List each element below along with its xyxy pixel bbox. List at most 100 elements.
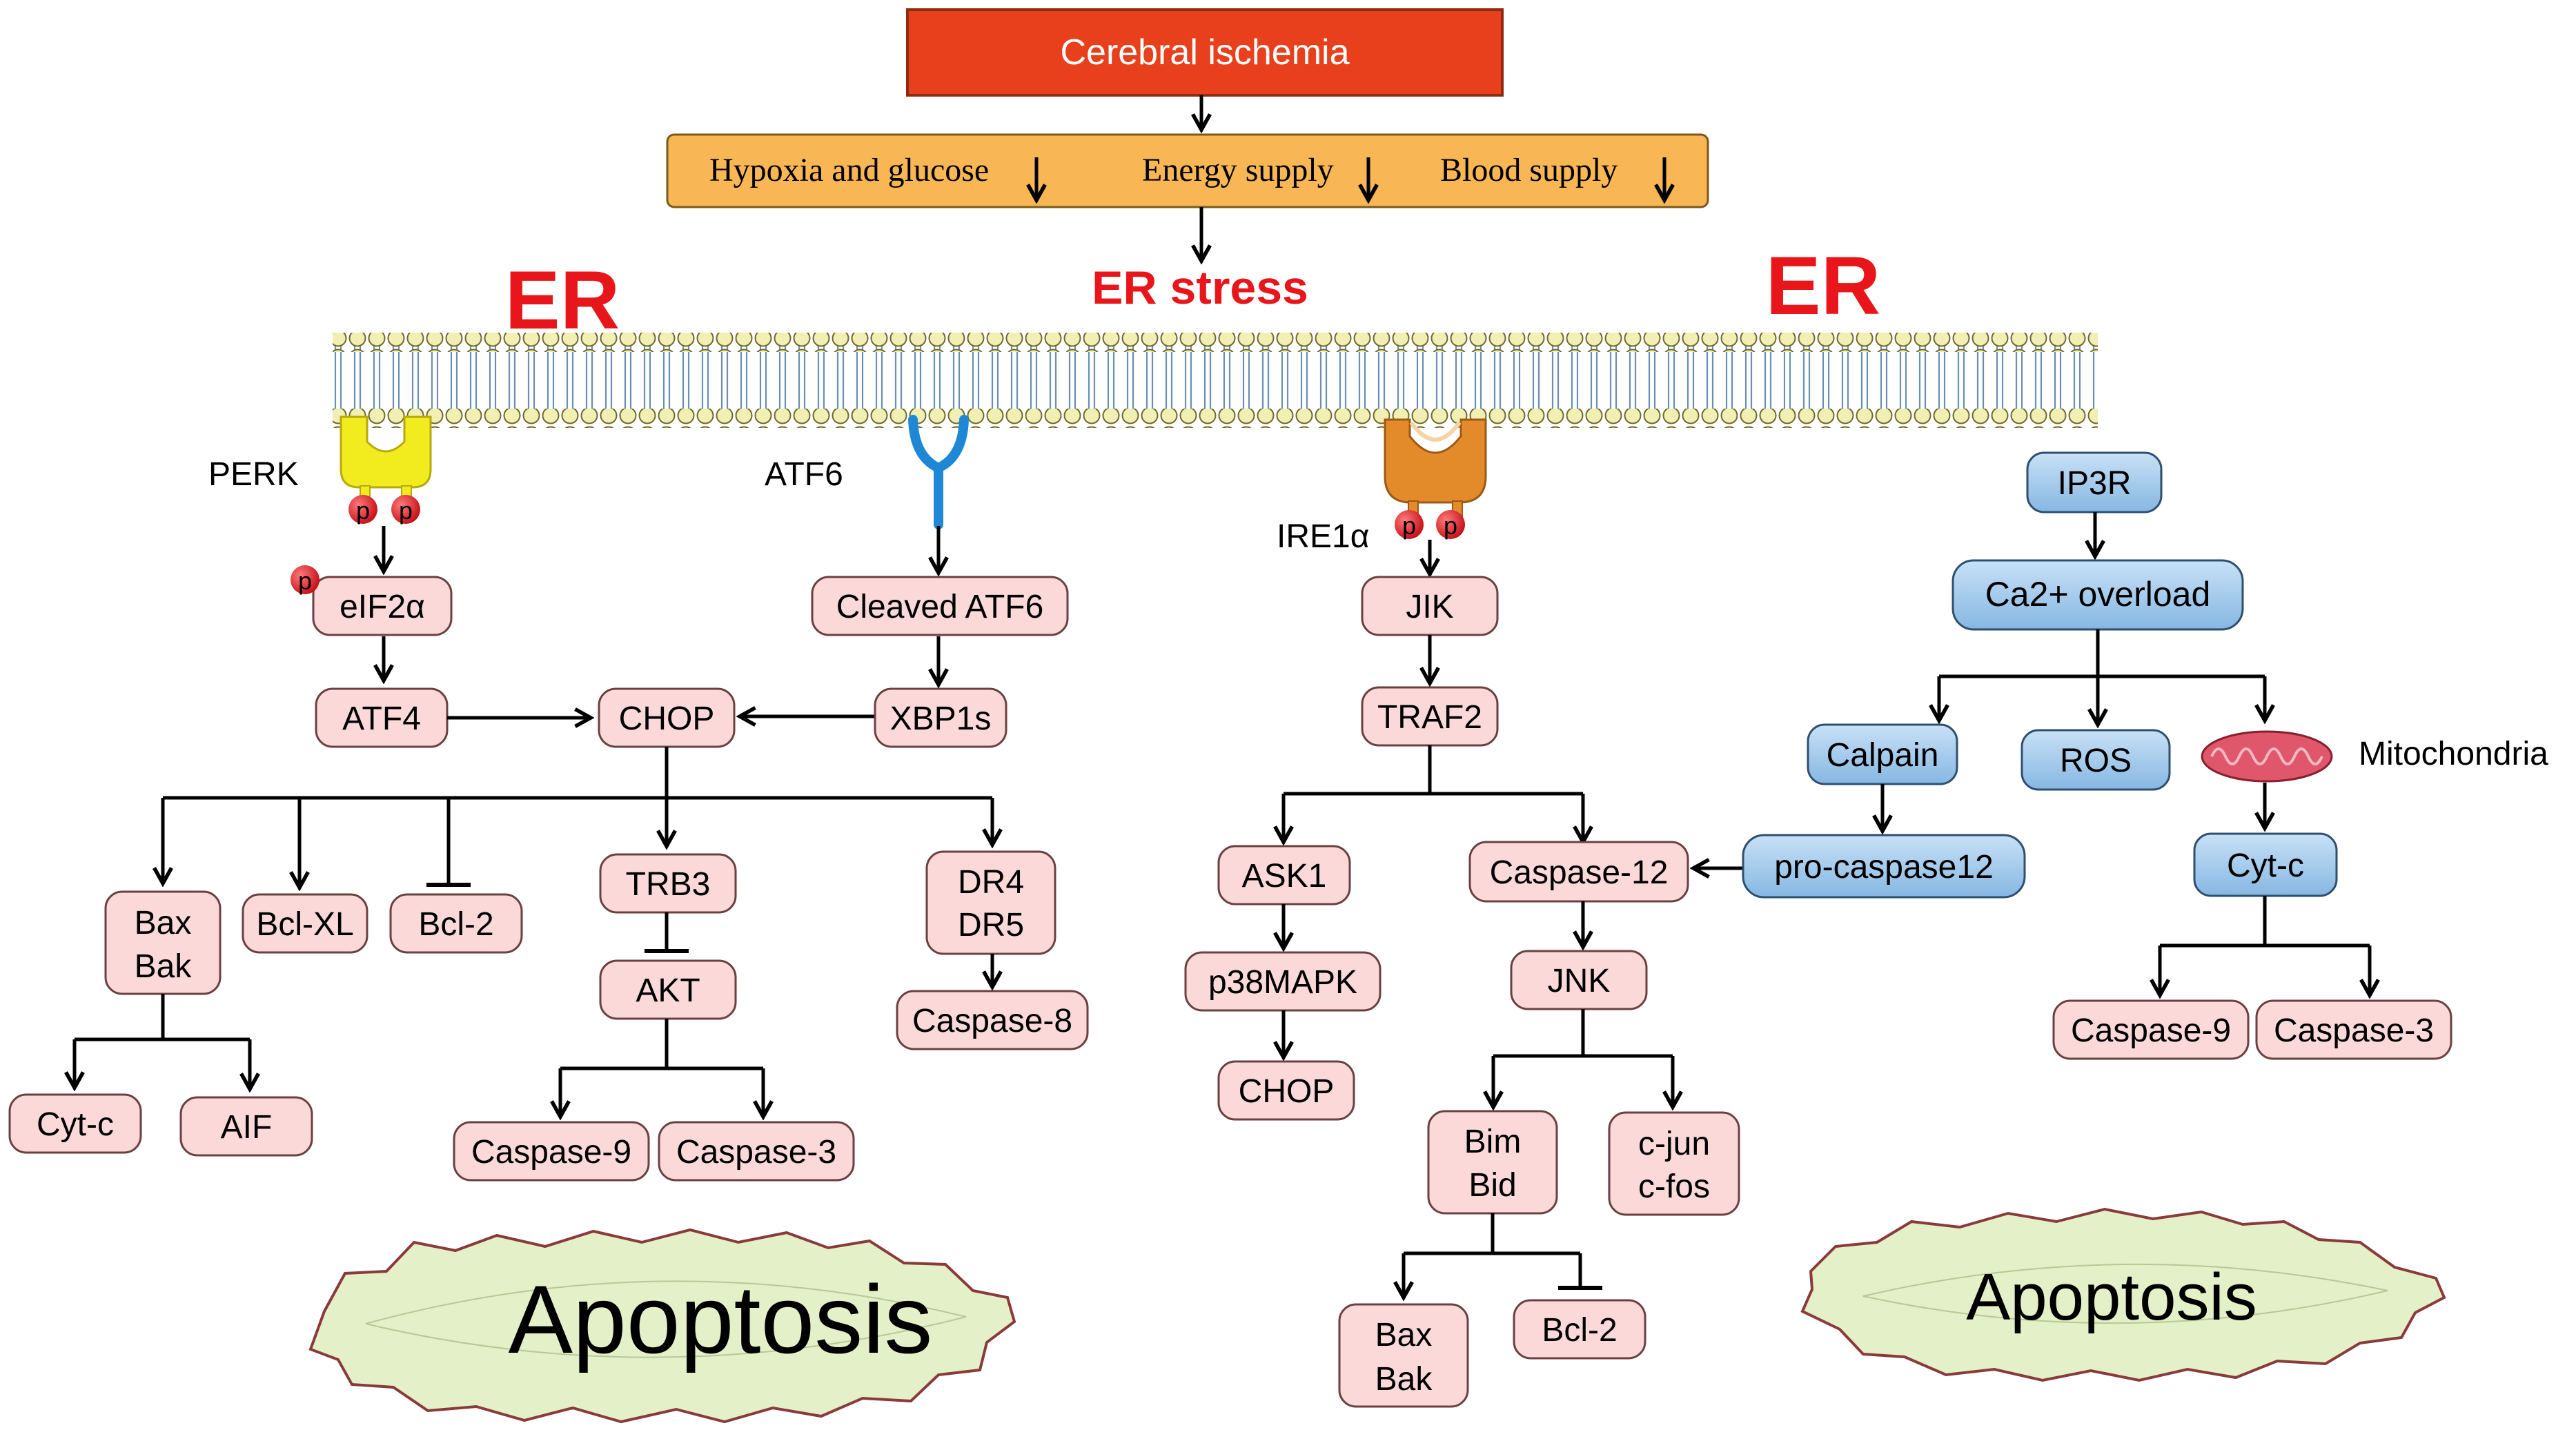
svg-text:Bak: Bak: [135, 948, 193, 985]
svg-text:JNK: JNK: [1548, 963, 1611, 999]
apoptosis-left-label: Apoptosis: [509, 1265, 933, 1373]
svg-text:c-jun: c-jun: [1638, 1126, 1710, 1162]
caspase3-mid-node: Caspase-3: [658, 1121, 855, 1182]
svg-text:ASK1: ASK1: [1242, 858, 1327, 894]
atf4-node: ATF4: [315, 687, 449, 748]
p38mapk-node: p38MAPK: [1184, 951, 1382, 1012]
svg-text:AKT: AKT: [636, 972, 700, 1009]
svg-text:Caspase-9: Caspase-9: [2071, 1012, 2231, 1049]
svg-text:p: p: [399, 496, 413, 525]
ire1a-label: IRE1α: [1277, 518, 1369, 555]
blood-supply-label: Blood supply: [1440, 152, 1618, 188]
hypoxia-glucose-label: Hypoxia and glucose: [709, 152, 989, 188]
calpain-node: Calpain: [1807, 723, 1958, 785]
svg-text:DR5: DR5: [958, 907, 1024, 943]
svg-text:p38MAPK: p38MAPK: [1208, 964, 1357, 1001]
mitochondria-label: Mitochondria: [2359, 736, 2548, 772]
cerebral-ischemia-label: Cerebral ischemia: [1060, 32, 1349, 72]
eif2a-phospho-icon: p: [291, 565, 319, 595]
svg-text:Ca2+ overload: Ca2+ overload: [1985, 575, 2211, 614]
apoptosis-left-cell: Apoptosis: [308, 1228, 1016, 1424]
cerebral-ischemia-box: Cerebral ischemia: [906, 8, 1504, 97]
akt-node: AKT: [599, 959, 737, 1020]
caspase9-right-node: Caspase-9: [2052, 999, 2250, 1060]
baxbak-branch-lines: [75, 994, 250, 1041]
svg-text:JIK: JIK: [1406, 589, 1453, 625]
svg-text:pro-caspase12: pro-caspase12: [1774, 849, 1994, 885]
chop-branch-lines: [299, 747, 992, 800]
perk-label: PERK: [208, 456, 299, 493]
mitochondria-icon: [2201, 730, 2333, 783]
svg-text:Cyt-c: Cyt-c: [2227, 848, 2304, 884]
cytc-left-node: Cyt-c: [8, 1093, 142, 1154]
bcl2-left-node: Bcl-2: [389, 893, 523, 954]
svg-text:Cyt-c: Cyt-c: [37, 1106, 114, 1143]
ca-overload-node: Ca2+ overload: [1951, 559, 2244, 631]
bax-bak-right-node: Bax Bak: [1338, 1303, 1469, 1408]
jik-node: JIK: [1361, 576, 1499, 636]
bcl2-right-node: Bcl-2: [1513, 1299, 1646, 1360]
ask1-node: ASK1: [1217, 845, 1351, 906]
svg-text:Bak: Bak: [1375, 1361, 1433, 1398]
cytc-branch-lines: [2160, 896, 2370, 948]
svg-text:c-fos: c-fos: [1638, 1168, 1710, 1205]
akt-branch-lines: [560, 1019, 763, 1070]
cjun-cfos-node: c-jun c-fos: [1608, 1111, 1740, 1216]
svg-text:Bcl-2: Bcl-2: [418, 906, 493, 943]
xbp1s-node: XBP1s: [874, 687, 1007, 748]
ca-branch-lines: [1939, 629, 2265, 678]
atf6-label: ATF6: [765, 456, 843, 493]
svg-text:Caspase-3: Caspase-3: [2274, 1012, 2434, 1049]
svg-text:Caspase-8: Caspase-8: [912, 1003, 1072, 1039]
ire1a-receptor-icon: [1384, 418, 1487, 522]
bax-bak-left-node: Bax Bak: [104, 890, 222, 995]
bimbid-branch-lines: [1404, 1213, 1580, 1255]
svg-text:Caspase-9: Caspase-9: [471, 1134, 631, 1171]
cytc-right-node: Cyt-c: [2193, 832, 2338, 897]
chop-node: CHOP: [598, 687, 736, 748]
svg-text:Bcl-2: Bcl-2: [1542, 1312, 1617, 1349]
ip3r-node: IP3R: [2026, 451, 2163, 513]
apoptosis-right-cell: Apoptosis: [1800, 1207, 2446, 1382]
svg-text:CHOP: CHOP: [1239, 1073, 1335, 1110]
svg-text:p: p: [1402, 511, 1416, 540]
jnk-node: JNK: [1510, 950, 1648, 1010]
ire1a-phospho-icons: p p: [1395, 510, 1465, 540]
svg-text:TRB3: TRB3: [626, 866, 711, 903]
svg-text:eIF2α: eIF2α: [340, 589, 425, 625]
svg-text:ROS: ROS: [2060, 743, 2132, 779]
svg-text:Bax: Bax: [135, 905, 192, 941]
svg-text:Bid: Bid: [1468, 1167, 1516, 1204]
perk-phospho-icons: p p: [348, 495, 420, 525]
energy-supply-label: Energy supply: [1142, 152, 1334, 188]
svg-text:Bax: Bax: [1375, 1317, 1433, 1353]
bclxl-node: Bcl-XL: [242, 893, 368, 954]
svg-text:Calpain: Calpain: [1827, 737, 1939, 774]
inhibit-chop-bcl2: [426, 798, 471, 887]
svg-text:AIF: AIF: [221, 1109, 273, 1146]
traf2-branch-lines: [1284, 745, 1583, 796]
cleaved-atf6-node: Cleaved ATF6: [811, 576, 1069, 636]
caspase9-mid-node: Caspase-9: [453, 1121, 650, 1182]
ros-node: ROS: [2021, 729, 2171, 791]
caspase12-node: Caspase-12: [1468, 841, 1689, 903]
svg-text:TRAF2: TRAF2: [1377, 699, 1482, 736]
svg-text:XBP1s: XBP1s: [890, 701, 992, 737]
atf6-receptor-icon: [908, 415, 969, 529]
aif-node: AIF: [179, 1096, 313, 1157]
svg-text:p: p: [298, 567, 312, 595]
er-label-right: ER: [1766, 239, 1881, 332]
dr4-dr5-node: DR4 DR5: [925, 850, 1056, 955]
svg-text:p: p: [356, 496, 370, 525]
jnk-branch-lines: [1493, 1009, 1673, 1058]
svg-text:Caspase-12: Caspase-12: [1490, 854, 1669, 891]
pro-caspase12-node: pro-caspase12: [1742, 834, 2026, 899]
svg-text:IP3R: IP3R: [2058, 465, 2132, 502]
svg-text:Bcl-XL: Bcl-XL: [256, 906, 353, 943]
caspase3-right-node: Caspase-3: [2255, 999, 2452, 1060]
er-membrane: [333, 333, 2098, 428]
chop-right-node: CHOP: [1217, 1060, 1355, 1121]
eif2a-node: eIF2α: [312, 576, 453, 636]
svg-text:ATF4: ATF4: [342, 701, 421, 737]
inhibit-bimbid-bcl2: [1558, 1253, 1602, 1290]
